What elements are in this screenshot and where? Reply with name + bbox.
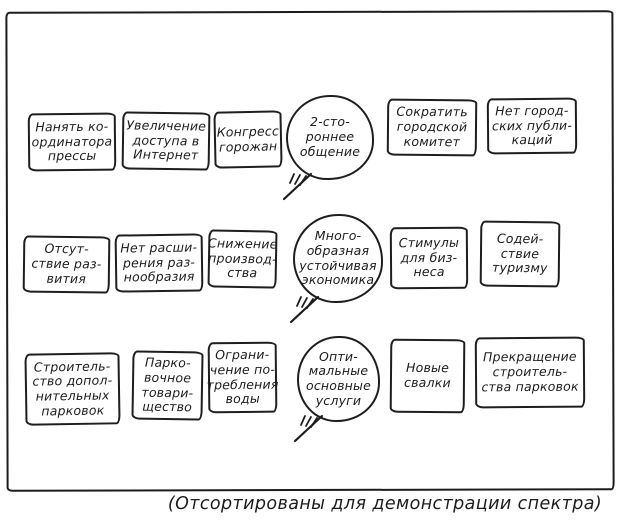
sticky-note: Конгресс горожан — [213, 110, 283, 169]
sticky-note-text: Конгресс горожан — [216, 123, 280, 155]
pin-icon — [282, 172, 313, 201]
sticky-note-text: Парко- вочное товари- щество — [141, 354, 194, 415]
sticky-note-text: Увеличение доступа в Интернет — [126, 117, 207, 163]
sticky-note: Парко- вочное товари- щество — [131, 350, 204, 421]
category-bubble-text: 2-сто- роннее общение — [299, 114, 361, 159]
caption: (Отсортированы для демонстрации спектра) — [167, 494, 603, 514]
sticky-note-text: Нет расши- рения раз- нообразия — [120, 239, 198, 285]
pin-icon — [289, 295, 320, 324]
sticky-note: Отсут- ствие раз- вития — [22, 235, 111, 294]
sticky-note: Сократить городской комитет — [386, 98, 478, 157]
sticky-note-text: Сократить городской комитет — [396, 104, 468, 150]
sticky-note-text: Прекращение строитель- ства парковок — [481, 349, 579, 395]
sticky-note: Нет расши- рения раз- нообразия — [114, 233, 204, 293]
category-bubble-text: Опти- мальные основные услуги — [305, 348, 372, 408]
sticky-note: Снижение производ- ства — [207, 229, 278, 289]
sticky-note: Строитель- ство допол- нительных парково… — [24, 352, 121, 426]
sticky-note: Увеличение доступа в Интернет — [121, 111, 211, 171]
sticky-note: Содей- ствие туризму — [479, 220, 561, 288]
category-bubble: Много- образная устойчивая экономика — [289, 214, 383, 324]
category-bubble-text: Много- образная устойчивая экономика — [299, 228, 377, 288]
sticky-note: Нанять ко- ординатора прессы — [27, 112, 117, 172]
sticky-note-text: Новые свалки — [403, 360, 451, 391]
sticky-note-text: Строитель- ство допол- нительных парково… — [32, 357, 113, 419]
sticky-note-text: Снижение производ- ства — [207, 235, 278, 281]
sticky-note: Нет город- ских публи- каций — [486, 97, 578, 155]
sticky-note: Ограни- чение по- требления воды — [206, 341, 279, 414]
sticky-note-text: Нет город- ских публи- каций — [491, 102, 573, 148]
sticky-note-text: Ограни- чение по- требления воды — [206, 346, 279, 407]
sticky-note-text: Нанять ко- ординатора прессы — [31, 118, 113, 164]
sticky-note: Новые свалки — [389, 338, 466, 414]
sticky-note-text: Стимулы для биз- неса — [398, 234, 460, 280]
sticky-note-text: Отсут- ствие раз- вития — [31, 241, 102, 287]
category-bubble: 2-сто- роннее общение — [282, 95, 374, 201]
sticky-note: Прекращение строитель- ства парковок — [474, 336, 586, 409]
category-bubble: Опти- мальные основные услуги — [293, 336, 380, 443]
sticky-note-text: Содей- ствие туризму — [491, 230, 548, 276]
sticky-note: Стимулы для биз- неса — [389, 226, 469, 290]
pin-icon — [293, 414, 324, 443]
